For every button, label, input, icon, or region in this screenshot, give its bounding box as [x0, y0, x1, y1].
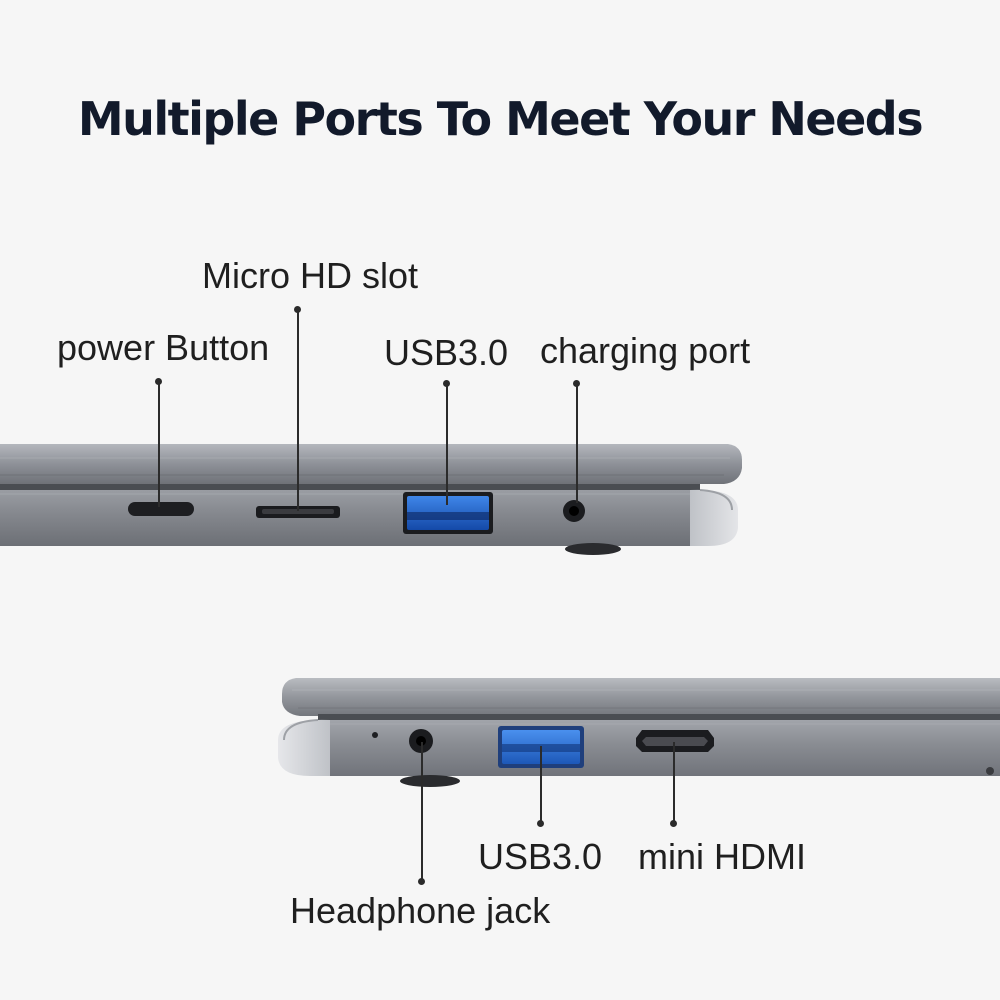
label-headphone-jack: Headphone jack — [290, 890, 551, 931]
leader-line-charging — [576, 383, 578, 503]
leader-dot — [670, 820, 677, 827]
label-mini-hdmi: mini HDMI — [638, 836, 806, 877]
power-button-slot — [128, 502, 194, 516]
leader-dot — [537, 820, 544, 827]
label-micro-hd-slot: Micro HD slot — [202, 255, 419, 296]
label-usb-top: USB3.0 — [384, 332, 509, 373]
leader-line-usb-bottom — [540, 746, 542, 822]
leader-line-micro-hd — [297, 309, 299, 511]
label-charging-port: charging port — [540, 330, 751, 371]
leader-line-power — [158, 381, 160, 507]
leader-line-usb-top — [446, 383, 448, 505]
page-title: Multiple Ports To Meet Your Needs — [77, 92, 924, 146]
indicator-led — [372, 732, 378, 738]
label-usb-bottom: USB3.0 — [478, 836, 603, 877]
seam — [0, 484, 700, 490]
hinge — [278, 719, 330, 776]
rubber-foot — [400, 775, 460, 787]
leader-line-hdmi — [673, 742, 675, 822]
laptop-side-view-top — [0, 444, 742, 555]
hinge — [690, 489, 738, 546]
lid-panel — [0, 444, 742, 484]
rubber-foot — [565, 543, 621, 555]
label-power-button: power Button — [57, 327, 270, 368]
lid-panel — [282, 678, 1000, 716]
leader-line-headphone — [421, 742, 423, 881]
seam — [318, 714, 1000, 720]
leader-dot — [418, 878, 425, 885]
